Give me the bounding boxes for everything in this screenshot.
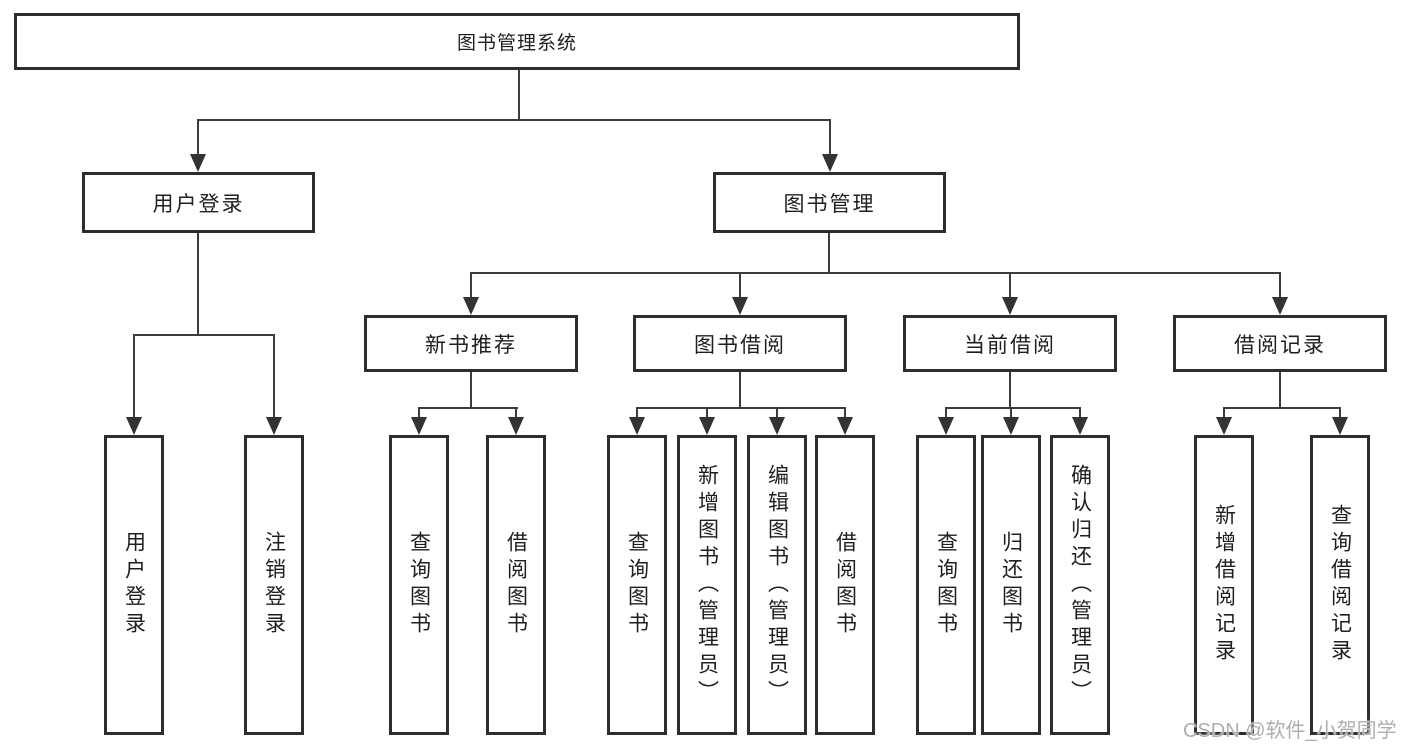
node-book-borrow: 图书借阅: [633, 315, 847, 372]
connector: [470, 272, 1281, 274]
arrow-down-icon: [769, 417, 785, 435]
node-label: 借阅记录: [1234, 333, 1326, 357]
arrow-down-icon: [629, 417, 645, 435]
connector: [636, 407, 638, 419]
leaf-current-confirm-return-admin: 确认归还（管理员）: [1050, 435, 1110, 735]
leaf-recommend-query-books: 查询图书: [389, 435, 449, 735]
node-label: 图书管理: [783, 192, 876, 216]
connector: [1223, 407, 1225, 419]
connector: [829, 119, 831, 155]
arrow-down-icon: [266, 417, 282, 435]
node-label: 图书借阅: [694, 333, 786, 357]
node-user-login: 用户登录: [82, 172, 315, 233]
arrow-down-icon: [938, 417, 954, 435]
leaf-logout: 注销登录: [244, 435, 304, 735]
arrow-down-icon: [1332, 417, 1348, 435]
connector: [844, 407, 846, 419]
connector: [273, 334, 275, 418]
arrow-down-icon: [1072, 417, 1088, 435]
connector: [133, 334, 135, 418]
node-current-borrow: 当前借阅: [903, 315, 1117, 372]
arrow-down-icon: [411, 417, 427, 435]
connector: [945, 407, 947, 419]
connector: [197, 119, 199, 155]
connector: [1009, 372, 1011, 409]
arrow-down-icon: [822, 154, 838, 172]
leaf-label: 查询借阅记录: [1328, 504, 1352, 666]
connector: [418, 407, 518, 409]
connector: [197, 119, 831, 121]
arrow-down-icon: [190, 154, 206, 172]
leaf-label: 用户登录: [122, 531, 146, 639]
arrow-down-icon: [463, 297, 479, 315]
leaf-label: 注销登录: [262, 531, 286, 639]
connector: [133, 334, 275, 336]
leaf-label: 查询图书: [407, 531, 431, 639]
connector: [470, 272, 472, 298]
arrow-down-icon: [126, 417, 142, 435]
arrow-down-icon: [1216, 417, 1232, 435]
connector: [636, 407, 846, 409]
connector: [945, 407, 1081, 409]
arrow-down-icon: [699, 417, 715, 435]
leaf-record-query-borrow-record: 查询借阅记录: [1310, 435, 1370, 735]
leaf-label: 查询图书: [625, 531, 649, 639]
connector: [1279, 272, 1281, 298]
node-library-system: 图书管理系统: [14, 13, 1020, 70]
leaf-label: 编辑图书（管理员）: [765, 463, 789, 707]
leaf-label: 查询图书: [934, 531, 958, 639]
node-borrow-record: 借阅记录: [1173, 315, 1387, 372]
node-label: 当前借阅: [964, 333, 1056, 357]
leaf-recommend-borrow-books: 借阅图书: [486, 435, 546, 735]
connector: [776, 407, 778, 419]
connector: [1010, 407, 1012, 419]
connector: [828, 233, 830, 274]
arrow-down-icon: [732, 297, 748, 315]
connector: [1223, 407, 1341, 409]
leaf-borrow-borrow-books: 借阅图书: [815, 435, 875, 735]
connector: [197, 233, 199, 336]
leaf-label: 借阅图书: [504, 531, 528, 639]
connector: [1279, 372, 1281, 409]
leaf-borrow-add-books-admin: 新增图书（管理员）: [677, 435, 737, 735]
node-label: 图书管理系统: [456, 33, 577, 54]
node-label: 用户登录: [152, 192, 245, 216]
leaf-label: 确认归还（管理员）: [1068, 463, 1092, 707]
leaf-current-query-books: 查询图书: [916, 435, 976, 735]
leaf-borrow-edit-books-admin: 编辑图书（管理员）: [747, 435, 807, 735]
leaf-label: 借阅图书: [833, 531, 857, 639]
connector: [470, 372, 472, 409]
arrow-down-icon: [1272, 297, 1288, 315]
leaf-current-return-books: 归还图书: [981, 435, 1041, 735]
connector: [418, 407, 420, 419]
arrow-down-icon: [1002, 297, 1018, 315]
connector: [1079, 407, 1081, 419]
leaf-record-add-borrow-record: 新增借阅记录: [1194, 435, 1254, 735]
arrow-down-icon: [1003, 417, 1019, 435]
csdn-watermark: CSDN @软件_小贺同学: [1183, 720, 1397, 742]
connector: [515, 407, 517, 419]
connector: [1339, 407, 1341, 419]
connector: [518, 70, 520, 121]
node-book-management: 图书管理: [713, 172, 946, 233]
arrow-down-icon: [508, 417, 524, 435]
node-new-book-recommend: 新书推荐: [364, 315, 578, 372]
leaf-borrow-query-books: 查询图书: [607, 435, 667, 735]
connector: [1009, 272, 1011, 298]
leaf-label: 新增借阅记录: [1212, 504, 1236, 666]
leaf-label: 新增图书（管理员）: [695, 463, 719, 707]
leaf-label: 归还图书: [999, 531, 1023, 639]
node-label: 新书推荐: [425, 333, 517, 357]
leaf-user-login: 用户登录: [104, 435, 164, 735]
connector: [706, 407, 708, 419]
connector: [739, 372, 741, 409]
connector: [739, 272, 741, 298]
arrow-down-icon: [837, 417, 853, 435]
